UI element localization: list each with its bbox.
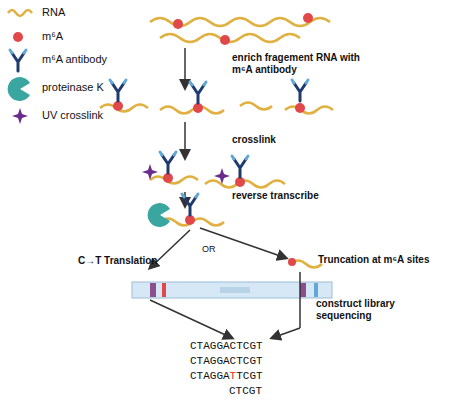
legend-text: UV crosslink: [42, 109, 103, 122]
m6a-dots: [173, 13, 313, 45]
rna-fragments: [150, 18, 330, 42]
legend-samples: [8, 10, 32, 124]
legend-text: RNA: [42, 6, 65, 19]
legend-text: m⁶A antibody: [42, 53, 107, 66]
branch-label: Truncation at m⁶A sites: [318, 254, 458, 266]
read-sequence: CTAGGATTCGT: [190, 370, 263, 383]
step-label: construct library sequencing: [316, 298, 426, 322]
branch-label: C→T Translation: [78, 255, 158, 267]
branch-arrow: [200, 228, 286, 258]
step-arrow: [184, 122, 186, 158]
read-sequence: CTAGGACTCGT: [190, 355, 263, 368]
library-construct: [132, 282, 332, 298]
step-label: enrich fragement RNA with m⁶A antibody: [232, 52, 362, 76]
step-arrow: [299, 272, 301, 328]
legend-text: proteinase K: [42, 81, 104, 94]
step-arrow: [184, 48, 186, 88]
step-arrow: [150, 300, 232, 338]
or-label: OR: [202, 244, 216, 255]
rna-fragments: [100, 103, 333, 114]
step-label: reverse transcribe: [232, 190, 319, 202]
read-sequence: CTAGGACTCGT: [190, 340, 263, 353]
step-label: crosslink: [232, 134, 276, 146]
read-sequence: CTCGT: [229, 385, 262, 398]
step-arrow: [272, 328, 300, 338]
legend-text: m⁶A: [42, 30, 63, 43]
